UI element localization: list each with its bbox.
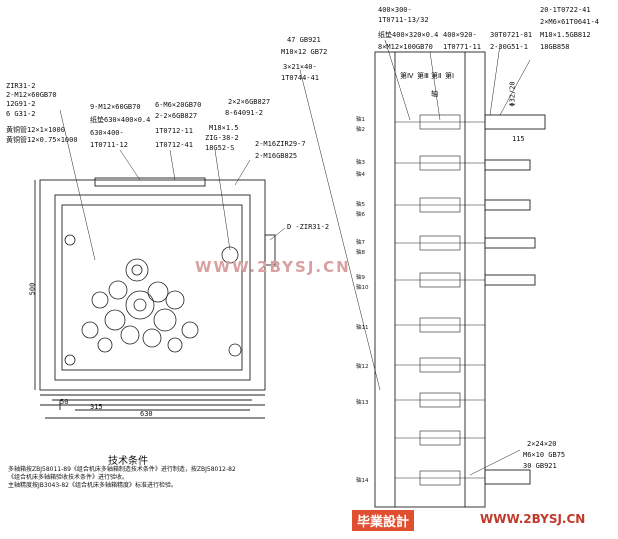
dim-115: 115 — [512, 135, 525, 143]
label-axis-word: 轴 — [431, 90, 438, 98]
label-zir31: ZIR31-2 — [6, 82, 36, 90]
label-400x300: 400×300- — [378, 6, 412, 14]
label-630x400: 630×400- — [90, 129, 124, 137]
watermark-text: WWW.2BYSJ.CN — [195, 258, 351, 276]
gear-train — [64, 234, 242, 366]
brand-url: WWW.2BYSJ.CN — [480, 512, 586, 526]
label-6g31: 6 G31-2 — [6, 110, 36, 118]
notes-block: 多轴箱按ZBJ58011-89《组合机床多轴箱制造技术条件》进行制造，按ZBJ5… — [8, 466, 308, 490]
label-2xm6: 2×M6×61T0641-4 — [540, 18, 600, 26]
shaft-label-4: 轴4 — [356, 172, 365, 178]
label-8-64091: 8-64091-2 — [225, 109, 263, 117]
label-gasket-400: 纸垫400×320×0.4 — [378, 31, 439, 39]
label-6-m6x20: 6-M6×20GB70 — [155, 101, 202, 109]
shaft-label-1: 轴1 — [356, 117, 365, 123]
label-30t0721: 30T0721-81 — [490, 31, 533, 39]
label-m10x12: M10×12 GB72 — [281, 48, 328, 56]
shaft-label-10: 轴10 — [356, 285, 369, 291]
dim-height: 500 — [28, 282, 37, 296]
note-line-2: 《组合机床多轴箱验收技术条件》进行验收。 — [8, 474, 129, 481]
label-1t0712-41: 1T0712-41 — [155, 141, 193, 149]
label-zig-38: ZIG-38-2 — [205, 134, 239, 142]
notes-title: 技术条件 — [108, 456, 148, 467]
shaft-label-13: 轴13 — [356, 400, 369, 406]
dim-315: 315 — [90, 403, 103, 411]
label-axis-1: 第Ⅰ — [445, 72, 455, 80]
label-axis-3: 第Ⅲ — [417, 72, 429, 80]
shaft-label-8: 轴8 — [356, 250, 365, 256]
label-2x24x20: 2×24×20 — [527, 440, 557, 448]
label-1t0712-11: 1T0712-11 — [155, 127, 193, 135]
label-2-m16zir29: 2-M16ZIR29-7 — [255, 140, 306, 148]
brand-badge: 毕業設計 — [352, 510, 415, 531]
label-18gb858: 18GB858 — [540, 43, 570, 51]
label-47-gb921: 47 GB921 — [287, 36, 321, 44]
label-m6x10: M6×10 GB75 — [523, 451, 566, 459]
shaft-label-7: 轴7 — [356, 240, 365, 246]
label-20-1t0722: 20-1T0722-41 — [540, 6, 591, 14]
label-1t0744-41: 1T0744-41 — [281, 74, 319, 82]
left-leaders — [59, 69, 381, 391]
dim-50: 50 — [60, 398, 69, 406]
shaft-label-3: 轴3 — [356, 160, 365, 166]
label-m18x1.5gb812: M18×1.5GB812 — [540, 31, 591, 39]
label-axis-4: 第Ⅳ — [400, 72, 414, 80]
label-brass-pipe-2: 黄铜管12×0.75×1000 — [6, 136, 78, 144]
shaft-label-6: 轴6 — [356, 212, 365, 218]
label-1t0711-13: 1T0711-13/32 — [378, 16, 429, 24]
spindles — [395, 114, 485, 486]
label-3x21x40: 3×21×40- — [283, 63, 317, 71]
label-9-m12x60: 9-M12×60GB70 — [90, 103, 141, 111]
label-12g91: 12G91-2 — [6, 100, 36, 108]
label-d-zir31: D -ZIR31-2 — [287, 223, 330, 231]
label-30-gb921: 30 GB921 — [523, 462, 557, 470]
shaft-label-12: 轴12 — [356, 364, 369, 370]
left-housing — [34, 177, 276, 419]
label-axis-2: 第Ⅱ — [431, 72, 442, 80]
label-8xm12: 8×M12×100GB70 — [378, 43, 433, 51]
label-1t0771-11: 1T0771-11 — [443, 43, 481, 51]
shaft-label-11: 轴11 — [356, 325, 369, 331]
label-2-2x6: 2-2×6GB827 — [155, 112, 198, 120]
right-leaders — [384, 39, 531, 476]
label-2-m16gb825: 2-M16GB825 — [255, 152, 298, 160]
label-1t0711-12: 1T0711-12 — [90, 141, 128, 149]
shaft-label-14: 轴14 — [356, 478, 369, 484]
note-line-3: 主轴精度按JB3043-82《组合机床多轴箱精度》标准进行检验。 — [8, 482, 177, 489]
label-18g52: 18G52-S — [205, 144, 235, 152]
label-2-30g51: 2-30G51-1 — [490, 43, 528, 51]
shaft-label-5: 轴5 — [356, 202, 365, 208]
label-400x920: 400×920- — [443, 31, 477, 39]
shaft-label-2: 轴2 — [356, 127, 365, 133]
shaft-label-9: 轴9 — [356, 275, 365, 281]
label-m18x1.5: M18×1.5 — [209, 124, 239, 132]
dim-phi32: Φ32/20 — [508, 81, 517, 107]
note-line-1: 多轴箱按ZBJ58011-89《组合机床多轴箱制造技术条件》进行制造，按ZBJ5… — [8, 466, 236, 473]
label-m12x60: 2-M12×60GB70 — [6, 91, 57, 99]
dim-630: 630 — [140, 410, 153, 418]
label-brass-pipe-1: 黄铜管12×1×1000 — [6, 126, 65, 134]
label-gasket: 纸垫630×400×0.4 — [90, 116, 151, 124]
label-2x2x6: 2×2×6GB827 — [228, 98, 271, 106]
